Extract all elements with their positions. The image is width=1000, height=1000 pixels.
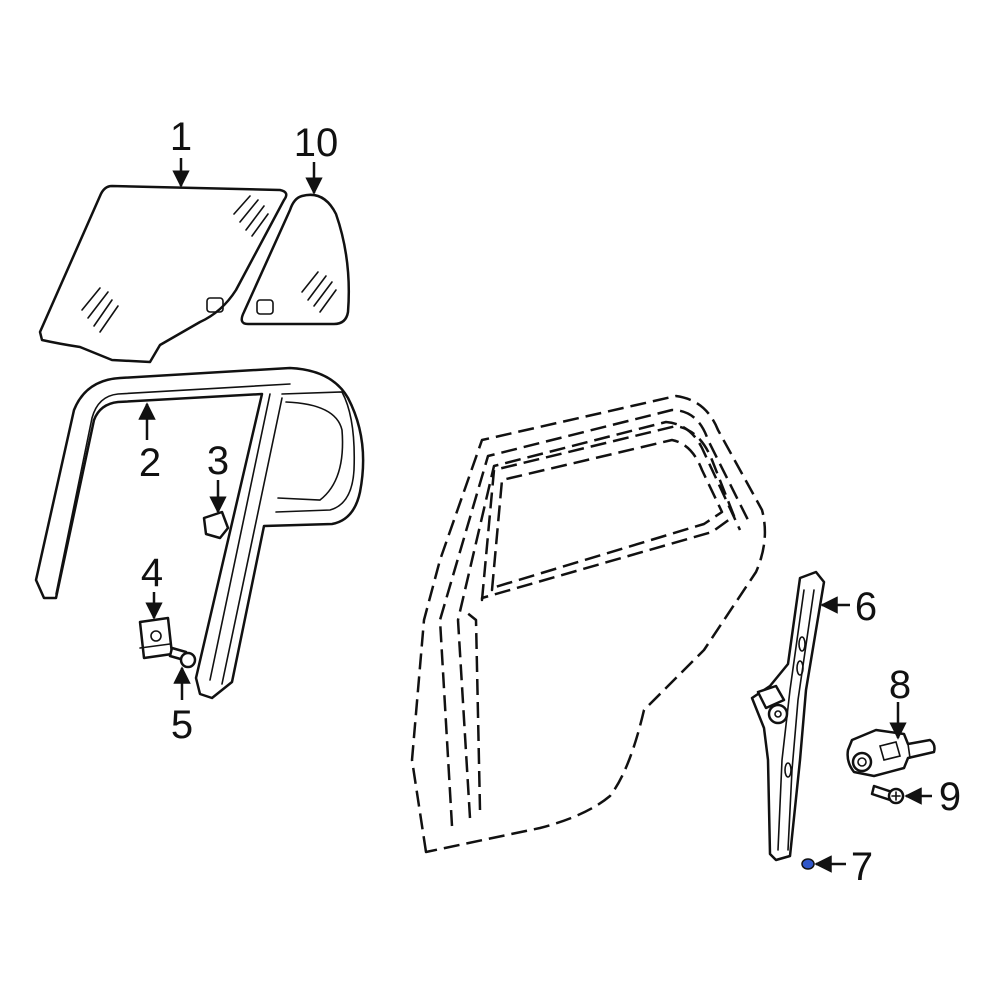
callout-6[interactable]: 6 [855,585,877,629]
callout-7[interactable]: 7 [851,845,873,889]
run-channel-part-2[interactable] [34,366,365,700]
door-glass-part-1[interactable] [38,184,288,364]
screw-part-7[interactable] [801,858,815,870]
bolt-part-5[interactable] [168,646,197,669]
stop-pad-part-3[interactable] [202,510,230,540]
bracket-part-4[interactable] [138,616,174,660]
callout-3[interactable]: 3 [207,439,229,483]
callout-labels: 1 2 3 4 5 6 7 8 9 10 [139,115,961,889]
window-regulator-part-6[interactable] [750,570,826,862]
callout-4[interactable]: 4 [141,551,163,595]
screw-part-9[interactable] [870,784,905,805]
callout-1[interactable]: 1 [170,115,192,159]
quarter-glass-part-10[interactable] [240,193,351,326]
callout-8[interactable]: 8 [889,663,911,707]
callout-10[interactable]: 10 [294,121,339,165]
door-outline [410,394,767,854]
callout-5[interactable]: 5 [171,703,193,747]
callout-9[interactable]: 9 [939,775,961,819]
motor-part-8[interactable] [846,728,936,778]
leader-arrows [138,158,932,873]
callout-2[interactable]: 2 [139,441,161,485]
